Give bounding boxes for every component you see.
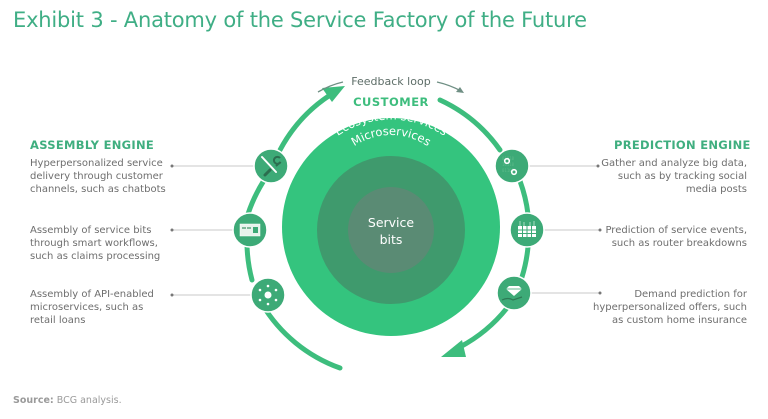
service-bits-label-2: bits (380, 232, 403, 247)
service-bits-core (348, 187, 434, 273)
router-icon (509, 212, 545, 248)
source-note: Source: BCG analysis. (13, 395, 122, 406)
service-bits-label-1: Service (368, 215, 415, 230)
assembly-item-1-line-2: delivery through customer (30, 171, 163, 182)
assembly-item-2: Assembly of service bits through smart w… (30, 224, 180, 263)
prediction-item-2-line-2: such as router breakdowns (611, 238, 747, 249)
prediction-item-1-line-1: Gather and analyze big data, (601, 158, 747, 169)
prediction-item-3-line-2: hyperpersonalized offers, such (593, 302, 747, 313)
network-hub-icon (250, 277, 286, 313)
svg-text:01101: 01101 (502, 168, 515, 173)
assembly-item-3: Assembly of API-enabled microservices, s… (30, 288, 180, 327)
prediction-item-1: Gather and analyze big data, such as by … (595, 157, 747, 196)
feedback-arc-left (317, 81, 344, 93)
assembly-item-1: Hyperpersonalized service delivery throu… (30, 157, 180, 196)
feedback-arc-right (436, 81, 462, 92)
feedback-loop-label: Feedback loop (351, 75, 430, 88)
connector-dots (170, 164, 602, 297)
loop-arc-left (244, 89, 343, 371)
assembly-item-2-line-2: through smart workflows, (30, 238, 158, 249)
source-text: BCG analysis. (56, 395, 122, 406)
loop-arc-right (437, 97, 531, 350)
assembly-item-1-line-1: Hyperpersonalized service (30, 158, 163, 169)
prediction-item-2-line-1: Prediction of service events, (605, 225, 747, 236)
assembly-item-1-line-3: channels, such as chatbots (30, 184, 166, 195)
prediction-item-1-line-3: media posts (685, 184, 747, 195)
assembly-item-2-line-3: such as claims processing (30, 251, 161, 262)
workflow-screen-icon (232, 212, 268, 248)
diamond-hand-icon (496, 275, 532, 311)
loop-arrowhead-top (322, 86, 345, 102)
assembly-engine-heading: ASSEMBLY ENGINE (30, 138, 155, 152)
assembly-item-3-line-1: Assembly of API-enabled (30, 289, 154, 300)
source-label: Source: (13, 395, 54, 406)
customer-loop (244, 89, 531, 371)
exhibit-title: Exhibit 3 - Anatomy of the Service Facto… (13, 8, 587, 32)
feedback-arrowhead (456, 87, 464, 93)
connector-lines (172, 165, 600, 296)
prediction-item-3-line-3: as custom home insurance (612, 315, 747, 326)
svg-text:10110: 10110 (502, 162, 515, 167)
prediction-item-3-line-1: Demand prediction for (634, 289, 747, 300)
customer-label: CUSTOMER (353, 95, 429, 109)
prediction-item-3: Demand prediction for hyperpersonalized … (590, 288, 747, 327)
assembly-item-3-line-3: retail loans (30, 315, 86, 326)
prediction-item-2: Prediction of service events, such as ro… (595, 224, 747, 250)
prediction-item-1-line-2: such as by tracking social (617, 171, 747, 182)
assembly-item-2-line-1: Assembly of service bits (30, 225, 152, 236)
assembly-item-3-line-2: microservices, such as (30, 302, 144, 313)
prediction-engine-heading: PREDICTION ENGINE (614, 138, 751, 152)
tools-icon (253, 148, 289, 184)
loop-arrowhead-bottom (441, 340, 466, 357)
